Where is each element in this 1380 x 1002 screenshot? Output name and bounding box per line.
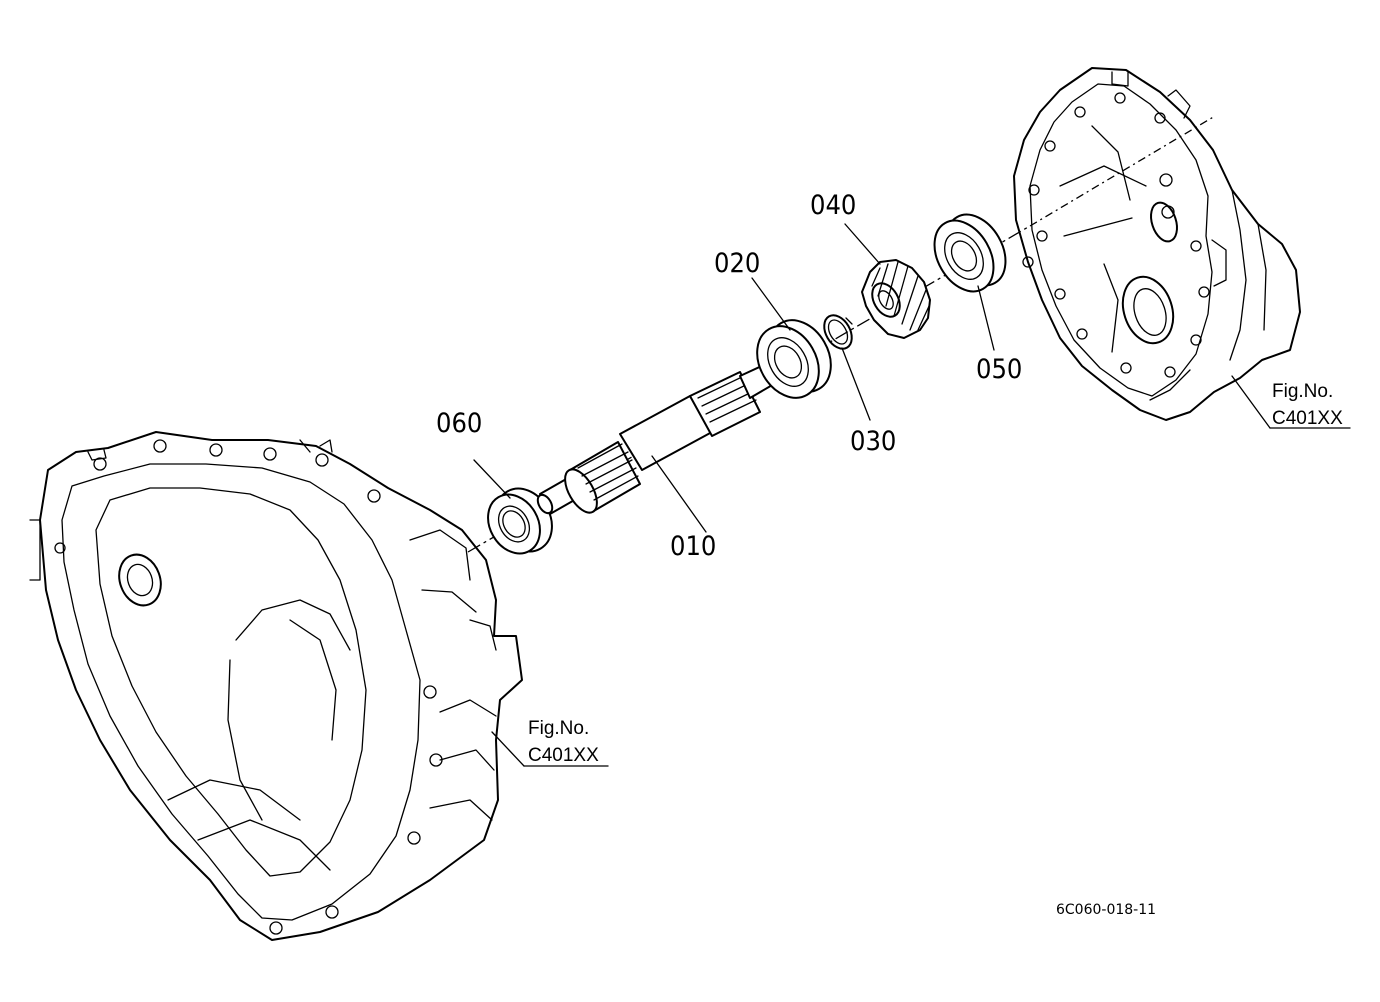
left-housing-drawing (29, 431, 523, 941)
diagram-code: 6C060-018-11 (1056, 902, 1156, 918)
label-030: 030 (850, 426, 896, 457)
part-050-bearing (933, 213, 1007, 293)
left-fig-code: C401XX (528, 745, 599, 766)
leader-lines (473, 223, 1351, 767)
label-020: 020 (714, 248, 760, 279)
part-060-oil-seal (487, 487, 553, 555)
reference-right: Fig.No. C401XX (1272, 381, 1343, 429)
reference-left: Fig.No. C401XX (528, 718, 599, 766)
label-060: 060 (436, 408, 482, 439)
label-010: 010 (670, 531, 716, 562)
part-010-shaft (536, 363, 775, 515)
part-030-circlip (823, 314, 853, 350)
right-housing-drawing (1013, 67, 1301, 421)
label-040: 040 (810, 190, 856, 221)
label-050: 050 (976, 354, 1022, 385)
part-040-bevel-gear (861, 259, 931, 339)
part-020-bearing (756, 319, 832, 399)
right-fig-code: C401XX (1272, 408, 1343, 429)
left-fig-label: Fig.No. (528, 718, 589, 739)
right-fig-label: Fig.No. (1272, 381, 1333, 402)
part-labels: 060 010 020 030 040 050 (436, 190, 1022, 562)
